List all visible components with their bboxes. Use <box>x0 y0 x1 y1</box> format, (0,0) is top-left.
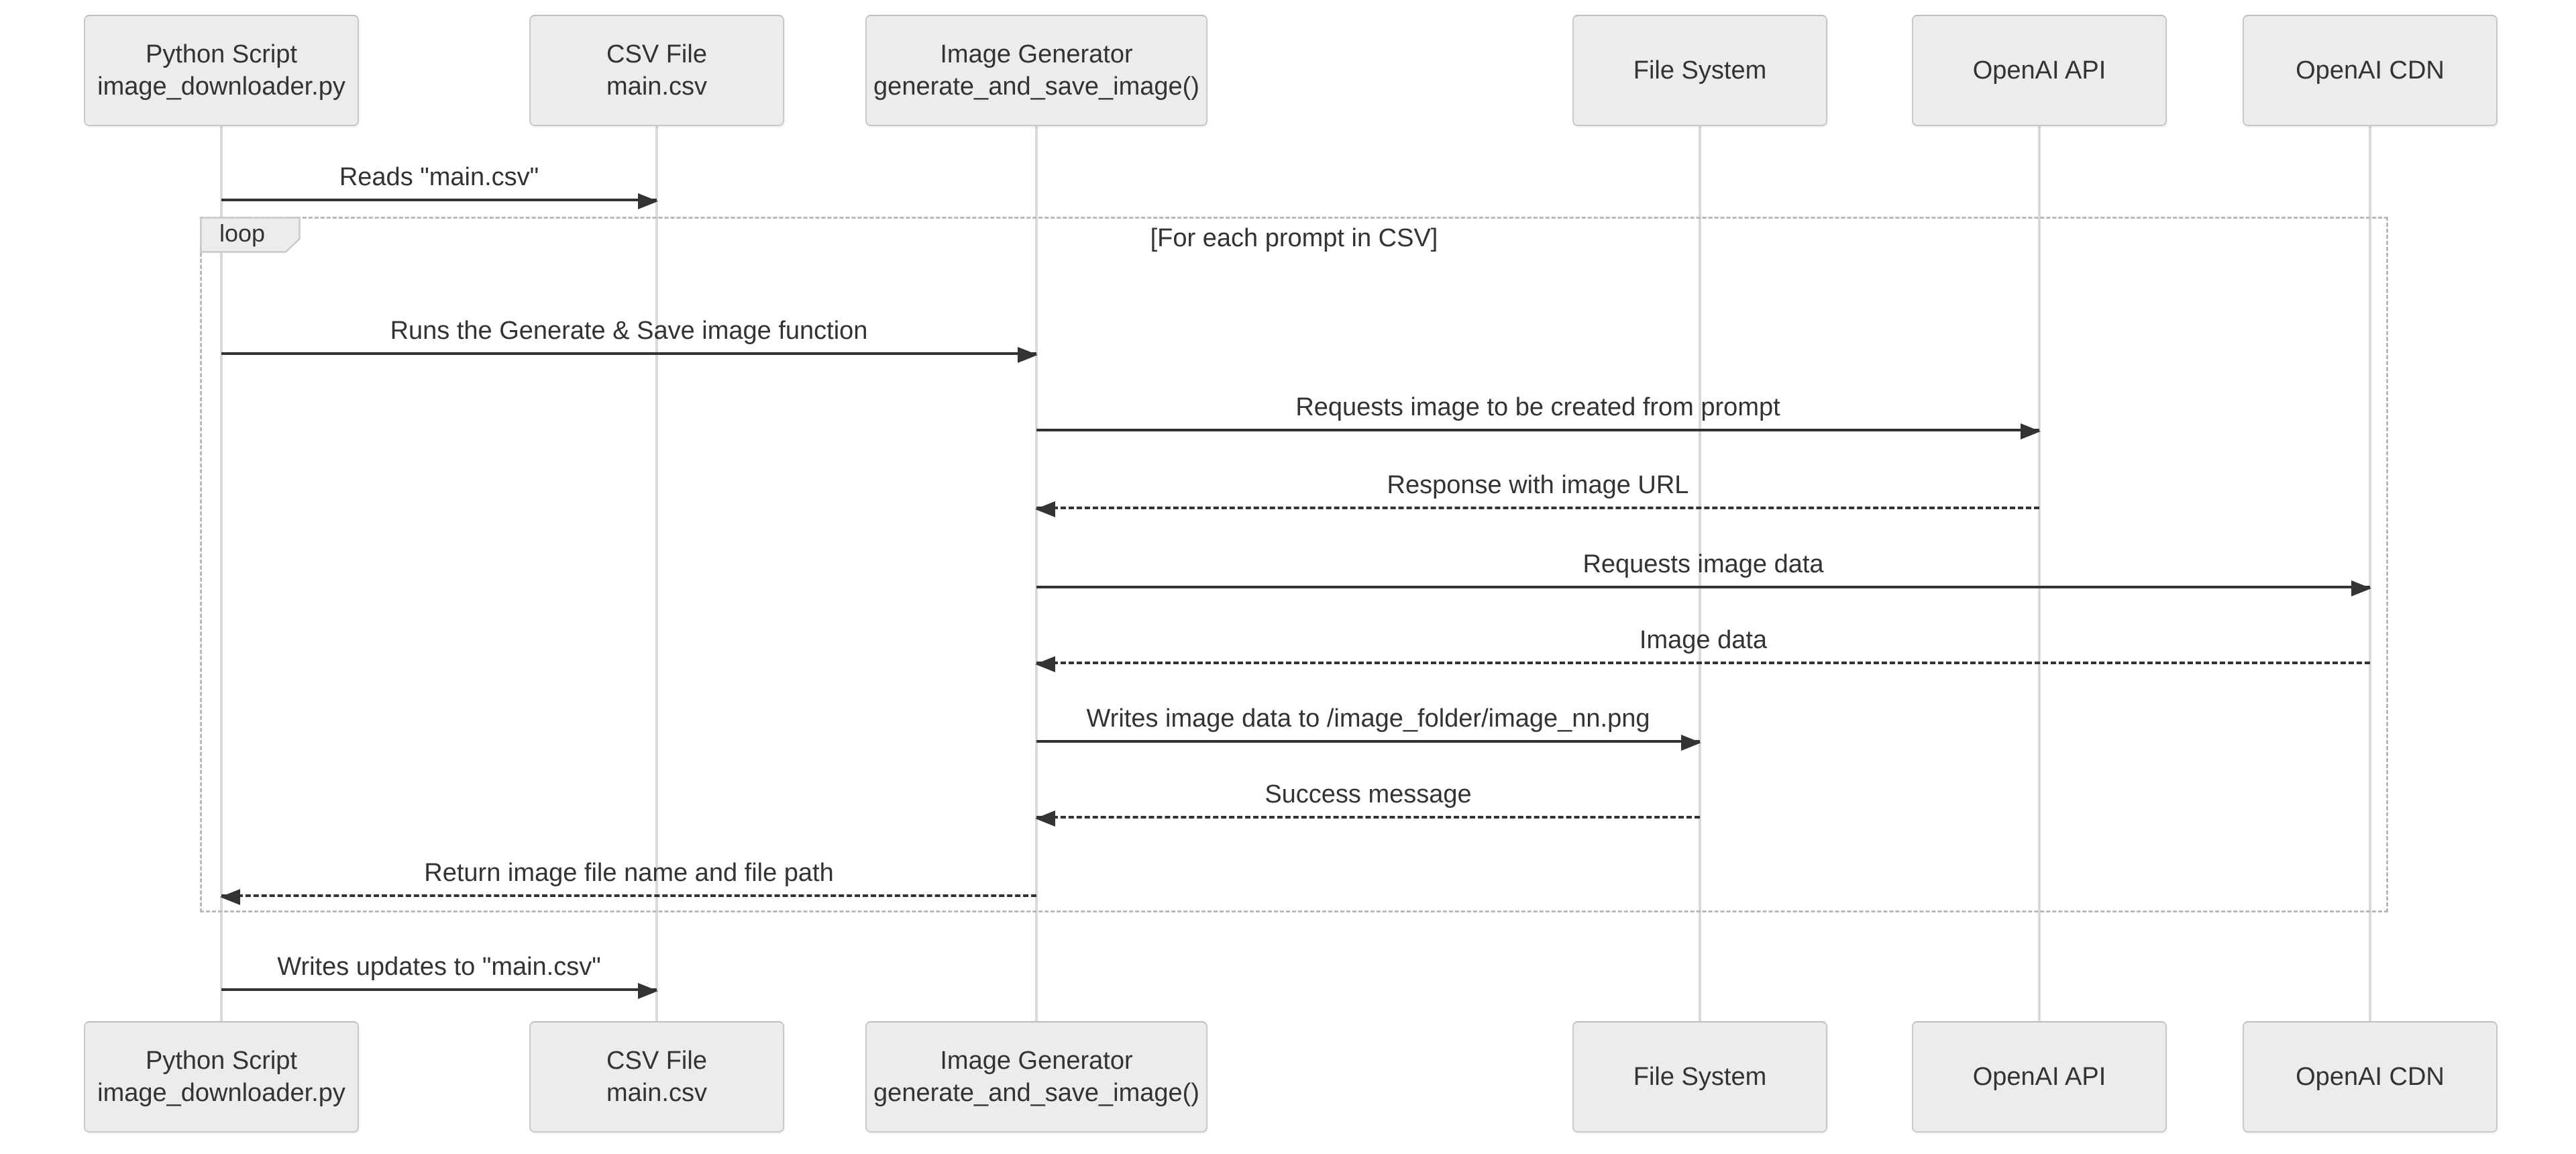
actor-label: Image Generator <box>940 1047 1133 1075</box>
actor-openai-api-top: OpenAI API <box>1912 15 2167 126</box>
arrowhead-right-icon <box>2351 580 2371 596</box>
loop-condition: [For each prompt in CSV] <box>1150 223 1438 252</box>
actor-label: CSV File <box>606 1047 707 1075</box>
lifeline-openai-api <box>2038 126 2041 1021</box>
actor-sublabel: generate_and_save_image() <box>873 72 1199 101</box>
message-label: Requests image data <box>1582 550 1824 578</box>
actor-sublabel: image_downloader.py <box>97 72 345 101</box>
message-request-image-data: Requests image data <box>1036 548 2371 596</box>
loop-frame <box>200 217 2388 912</box>
arrow-line <box>1036 740 1700 743</box>
arrowhead-right-icon <box>1018 347 1038 363</box>
message-request-image-creation: Requests image to be created from prompt <box>1036 391 2041 439</box>
arrow-line <box>221 988 657 991</box>
message-write-image-file: Writes image data to /image_folder/image… <box>1036 702 1701 751</box>
arrowhead-left-icon <box>220 889 240 905</box>
lifeline-openai-cdn <box>2369 126 2371 1021</box>
arrow-line <box>1036 429 2039 431</box>
arrowhead-left-icon <box>1035 501 1055 517</box>
message-label: Reads "main.csv" <box>339 163 539 191</box>
actor-image-generator-bottom: Image Generator generate_and_save_image(… <box>865 1021 1208 1133</box>
message-success: Success message <box>1035 778 1700 827</box>
actor-label: File System <box>1633 1063 1767 1091</box>
actor-file-system-top: File System <box>1572 15 1827 126</box>
actor-label: OpenAI CDN <box>2296 56 2445 85</box>
arrow-line <box>221 199 657 201</box>
actor-python-script-bottom: Python Script image_downloader.py <box>84 1021 359 1133</box>
arrow-line-dashed <box>1036 662 2370 664</box>
arrowhead-right-icon <box>1681 735 1701 751</box>
lifeline-file-system <box>1699 126 1701 1021</box>
message-label: Writes image data to /image_folder/image… <box>1086 704 1650 733</box>
arrow-line <box>1036 586 2370 588</box>
actor-openai-api-bottom: OpenAI API <box>1912 1021 2167 1133</box>
message-write-updates-csv: Writes updates to "main.csv" <box>221 951 658 999</box>
message-run-generate-save: Runs the Generate & Save image function <box>221 315 1038 363</box>
actor-label: File System <box>1633 56 1767 85</box>
arrowhead-left-icon <box>1035 810 1055 827</box>
actor-label: OpenAI API <box>1972 1063 2106 1091</box>
lifeline-python-script <box>220 126 223 1021</box>
lifeline-csv-file <box>655 126 658 1021</box>
loop-label-tag: loop <box>200 217 301 253</box>
actor-sublabel: main.csv <box>606 72 707 101</box>
message-label: Image data <box>1639 626 1768 654</box>
arrow-line <box>221 352 1036 355</box>
arrowhead-right-icon <box>2021 423 2041 439</box>
actor-label: OpenAI CDN <box>2296 1063 2445 1091</box>
arrowhead-left-icon <box>1035 656 1055 672</box>
lifeline-image-generator <box>1035 126 1038 1021</box>
actor-label: CSV File <box>606 40 707 68</box>
actor-file-system-bottom: File System <box>1572 1021 1827 1133</box>
actor-label: Python Script <box>146 40 297 68</box>
arrow-line-dashed <box>1036 816 1700 819</box>
actor-label: Python Script <box>146 1047 297 1075</box>
actor-image-generator-top: Image Generator generate_and_save_image(… <box>865 15 1208 126</box>
loop-label-text: loop <box>219 219 266 247</box>
message-label: Response with image URL <box>1387 471 1689 499</box>
message-label: Writes updates to "main.csv" <box>277 953 601 981</box>
message-label: Requests image to be created from prompt <box>1295 393 1780 421</box>
message-reads-csv: Reads "main.csv" <box>221 161 658 209</box>
actor-csv-file-top: CSV File main.csv <box>529 15 784 126</box>
actor-sublabel: main.csv <box>606 1079 707 1107</box>
message-return-file-info: Return image file name and file path <box>220 857 1036 905</box>
message-response-image-url: Response with image URL <box>1035 469 2039 517</box>
actor-sublabel: image_downloader.py <box>97 1079 345 1107</box>
message-label: Success message <box>1265 780 1472 808</box>
arrowhead-right-icon <box>638 983 658 999</box>
actor-csv-file-bottom: CSV File main.csv <box>529 1021 784 1133</box>
actor-python-script-top: Python Script image_downloader.py <box>84 15 359 126</box>
arrow-line-dashed <box>1036 507 2039 509</box>
actor-label: Image Generator <box>940 40 1133 68</box>
actor-openai-cdn-bottom: OpenAI CDN <box>2243 1021 2498 1133</box>
actor-openai-cdn-top: OpenAI CDN <box>2243 15 2498 126</box>
message-label: Runs the Generate & Save image function <box>390 317 868 345</box>
message-image-data: Image data <box>1035 624 2370 672</box>
loop-label-shape-icon <box>200 217 301 253</box>
message-label: Return image file name and file path <box>424 859 834 887</box>
arrow-line-dashed <box>221 894 1036 897</box>
actor-label: OpenAI API <box>1972 56 2106 85</box>
actor-sublabel: generate_and_save_image() <box>873 1079 1199 1107</box>
arrowhead-right-icon <box>638 193 658 209</box>
